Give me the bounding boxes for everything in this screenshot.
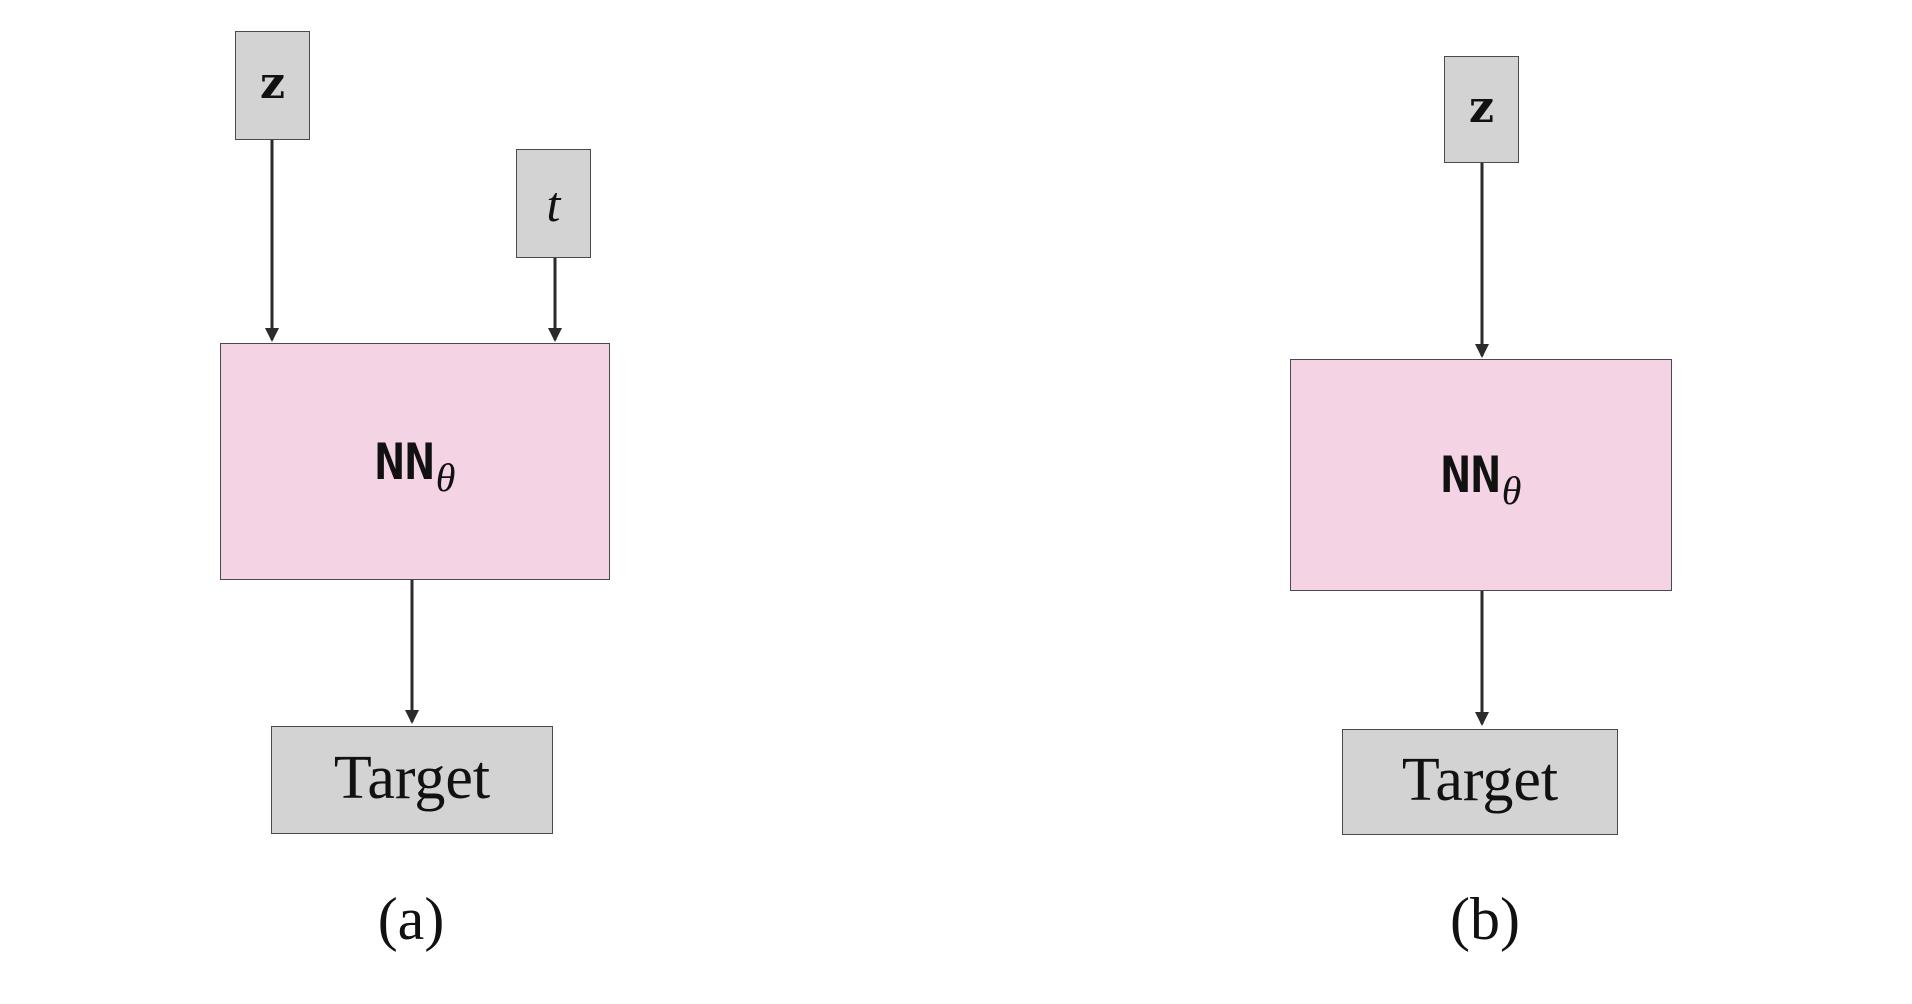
panel-a-input-z: z — [235, 31, 310, 140]
panel-b-network-subscript: θ — [1501, 468, 1522, 513]
panel-b-network-box: NN θ — [1290, 359, 1672, 591]
panel-a-network-main-text: NN — [374, 432, 435, 491]
panel-a-target-label: Target — [333, 744, 491, 812]
panel-b-target-label: Target — [1401, 746, 1559, 814]
panel-a-network-subscript: θ — [435, 454, 456, 500]
panel-b-network-main-text: NN — [1440, 446, 1501, 504]
panel-b-caption: (b) — [1450, 886, 1520, 952]
panel-b-input-z-label: z — [1469, 81, 1494, 133]
panel-a-target-box: Target — [271, 726, 553, 834]
panel-a-caption: (a) — [377, 886, 445, 952]
panel-a-input-z-label: z — [260, 57, 285, 109]
panel-a-input-t-label: t — [546, 175, 561, 232]
panel-a-network-box: NN θ — [220, 343, 610, 580]
panel-b-input-z: z — [1444, 56, 1519, 163]
panel-b-network-label: NN θ — [1440, 446, 1522, 511]
panel-a-input-t: t — [516, 149, 591, 258]
panel-a-network-label: NN θ — [374, 432, 456, 498]
panel-b-target-box: Target — [1342, 729, 1618, 835]
